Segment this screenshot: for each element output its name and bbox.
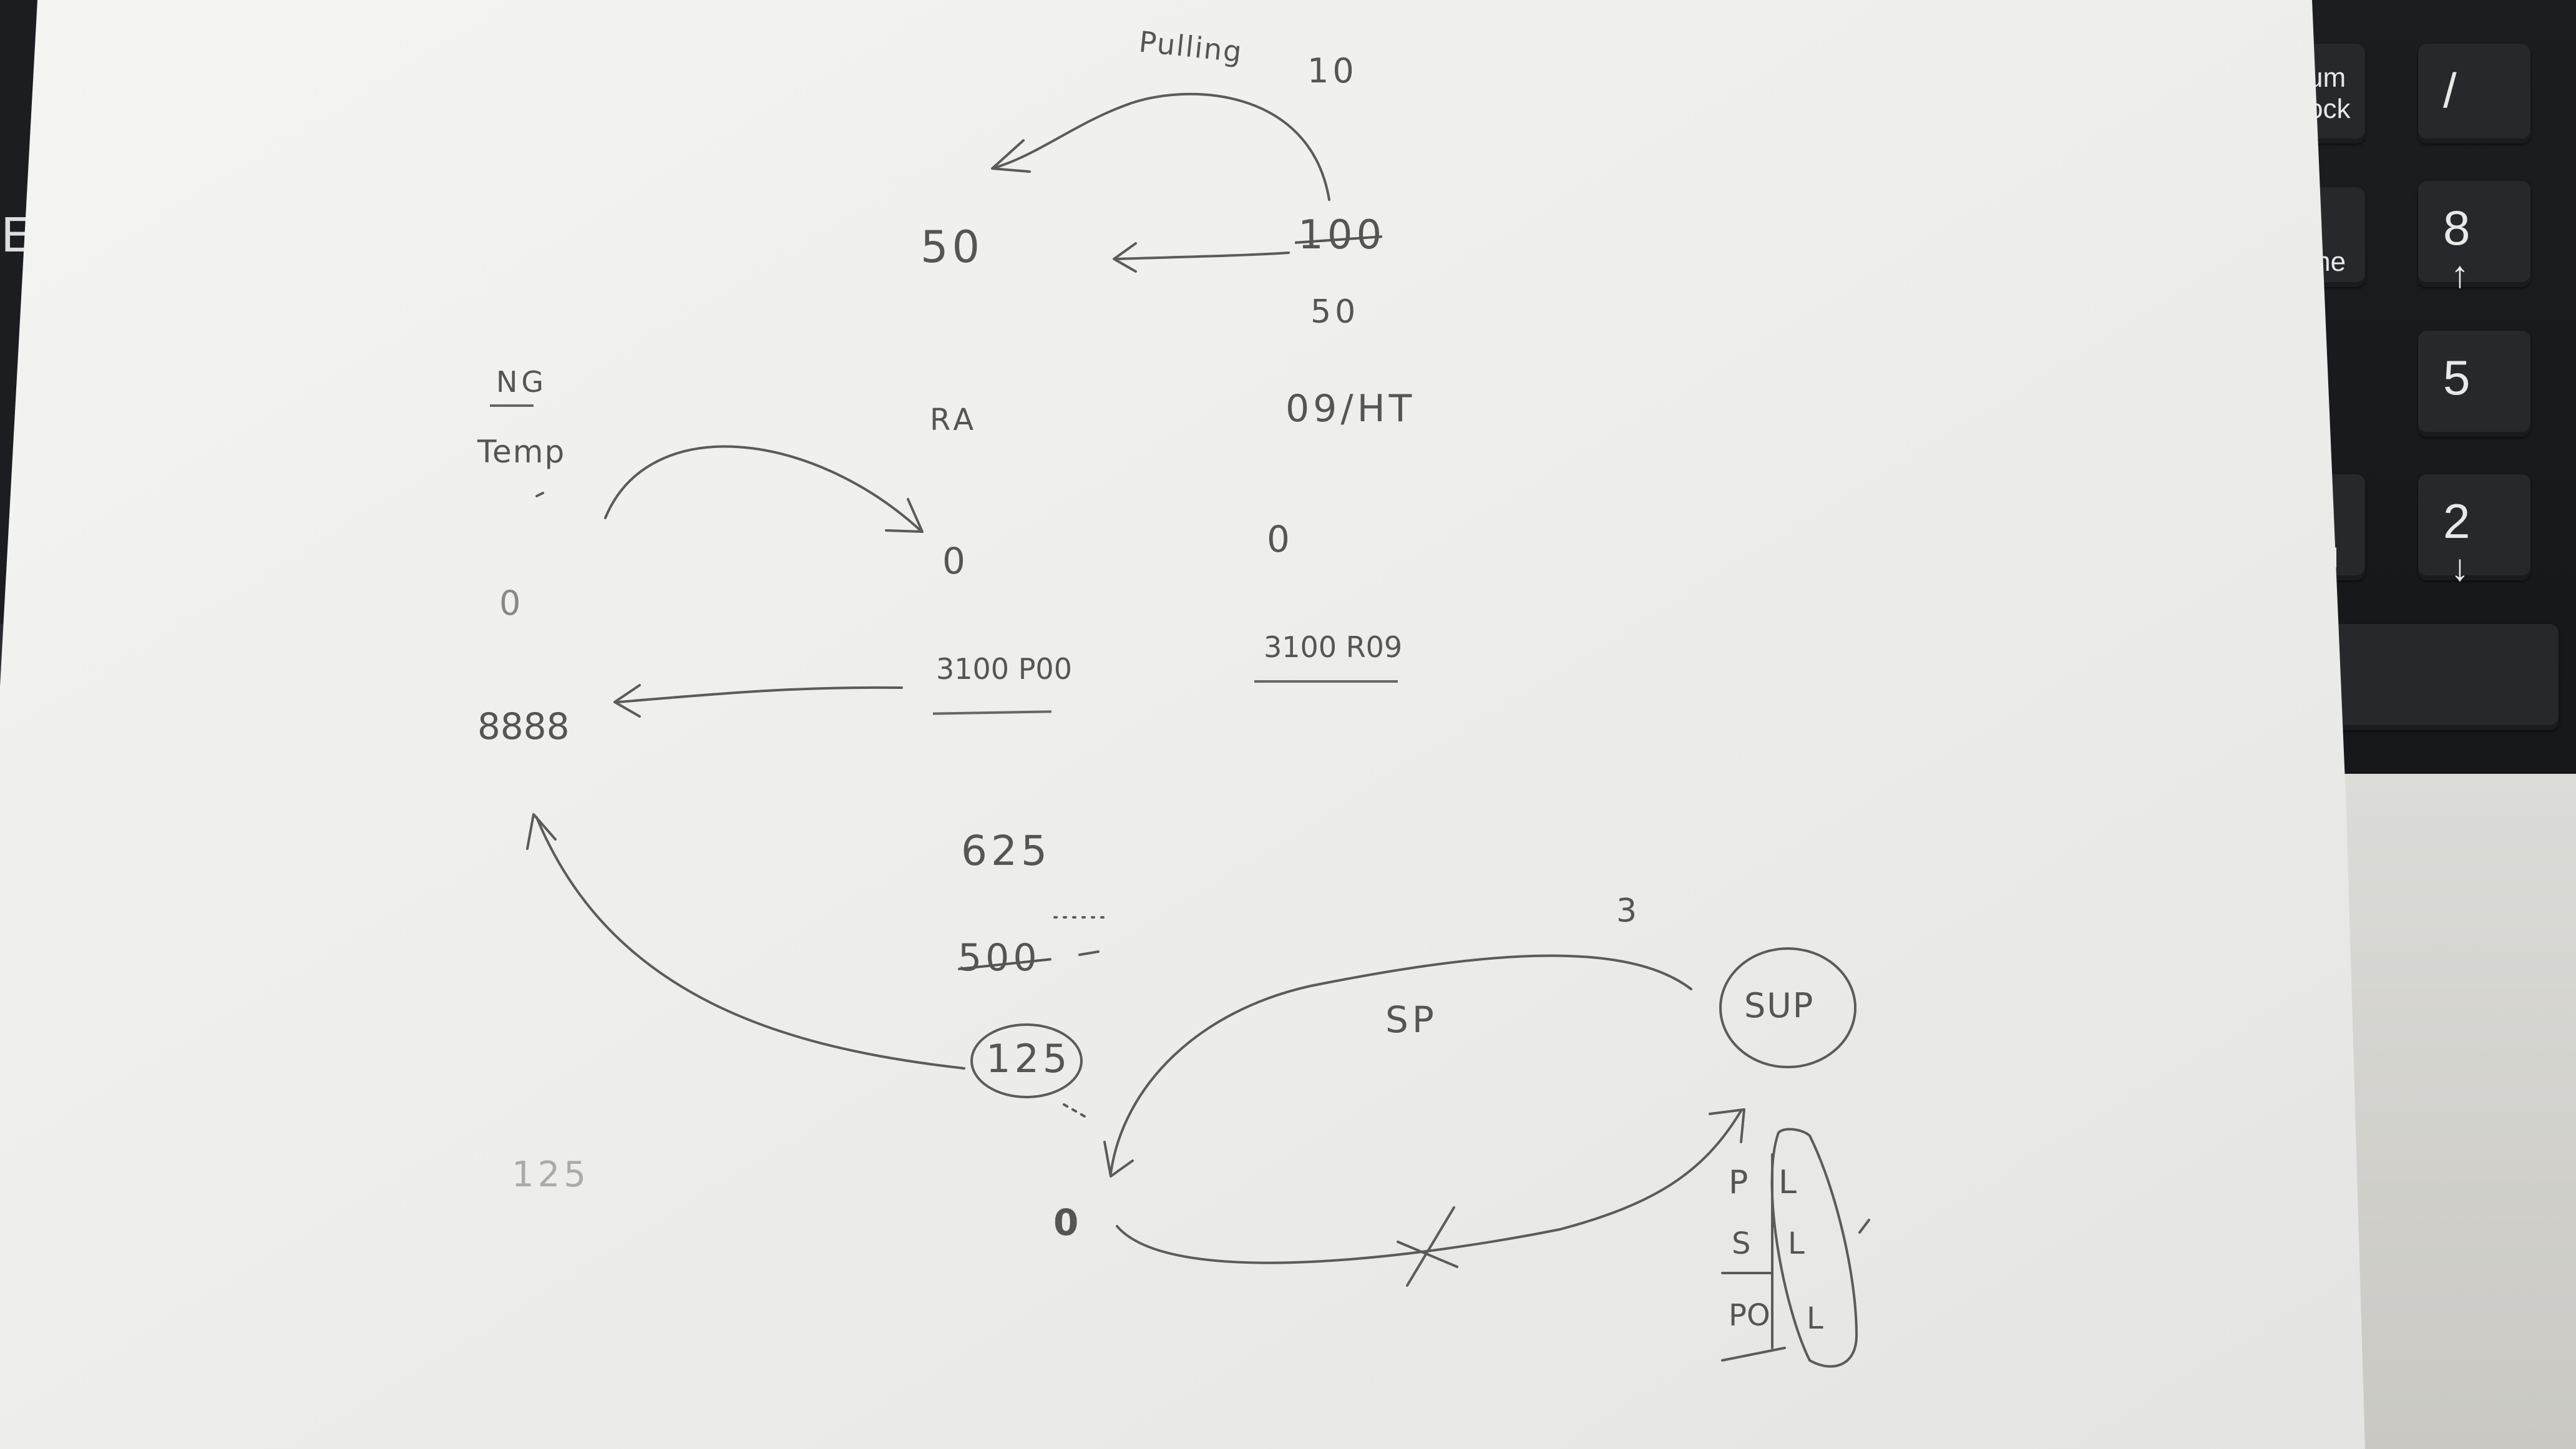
pulling-arrowhead	[991, 139, 1031, 173]
cross-mark-b	[1406, 1206, 1455, 1287]
table-cell-p: P	[1729, 1164, 1752, 1201]
arrowhead-sup-to-zero	[1103, 1141, 1134, 1178]
arrow-up-icon: ↑	[2451, 253, 2469, 295]
arrow-sup-to-zero	[1110, 954, 1692, 1174]
table-cell-s: S	[1732, 1226, 1755, 1261]
label-3: 3	[1616, 892, 1641, 930]
circle-125	[970, 1023, 1083, 1098]
arrowhead-zero-to-sup	[1709, 1108, 1745, 1143]
label-100: 100	[1298, 212, 1386, 258]
label-8888: 8888	[477, 705, 570, 748]
label-zero-left: 0	[499, 583, 525, 623]
label-3100r09: 3100 R09	[1264, 630, 1403, 664]
table-cell-l1: L	[1778, 1164, 1800, 1201]
label-10: 10	[1307, 51, 1358, 90]
arrow-125-to-8888	[535, 816, 965, 1070]
arrow-zero-to-sup	[1116, 1110, 1742, 1264]
label-50-right: 50	[1310, 293, 1360, 331]
arrowhead-125-to-8888	[526, 813, 557, 850]
table-cell-po: PO	[1729, 1298, 1770, 1333]
numpad-8-key: 8 ↑	[2418, 181, 2530, 295]
label-09-ht: 09/HT	[1286, 387, 1416, 431]
label-625: 625	[961, 827, 1051, 875]
arrow-100-to-50	[1116, 251, 1290, 260]
label-zero-bottom: 0	[1053, 1201, 1083, 1244]
label-ng: NG	[496, 365, 548, 399]
numpad-5-key: 5	[2418, 331, 2530, 437]
label-50-left: 50	[920, 222, 984, 273]
label-zero-mid: 0	[942, 540, 969, 582]
label-temp: Temp	[477, 434, 566, 470]
label-125-circled: 125	[986, 1036, 1071, 1081]
label-sup: SUP	[1744, 986, 1815, 1025]
numpad-2-key: 2 ↓	[2418, 474, 2530, 588]
label-zero-right: 0	[1267, 518, 1294, 560]
arrow-temp-to-ra	[604, 445, 922, 532]
cross-mark-a	[1397, 1241, 1458, 1268]
table-cell-l3: L	[1807, 1301, 1827, 1336]
arrowhead-temp-to-ra	[885, 498, 924, 533]
label-3100p00: 3100 P00	[936, 652, 1072, 686]
arrowhead-100-to-50	[1113, 242, 1137, 273]
slash-key: /	[2418, 44, 2530, 144]
underline-ng	[490, 404, 534, 407]
underline-3100r09	[1254, 680, 1398, 683]
circle-sup	[1719, 947, 1856, 1068]
label-sp: SP	[1385, 998, 1438, 1041]
arrowhead-code-to-8888	[613, 684, 641, 718]
label-125-faint: 125	[512, 1154, 590, 1195]
label-ra: RA	[930, 402, 978, 437]
label-500: 500	[958, 936, 1041, 980]
arrow-code-to-8888	[617, 686, 903, 703]
arrow-down-icon: ↓	[2451, 547, 2469, 588]
loop-l-column	[1770, 1128, 1858, 1368]
pulling-arrow	[991, 92, 1330, 201]
table-cell-l2: L	[1788, 1226, 1808, 1261]
